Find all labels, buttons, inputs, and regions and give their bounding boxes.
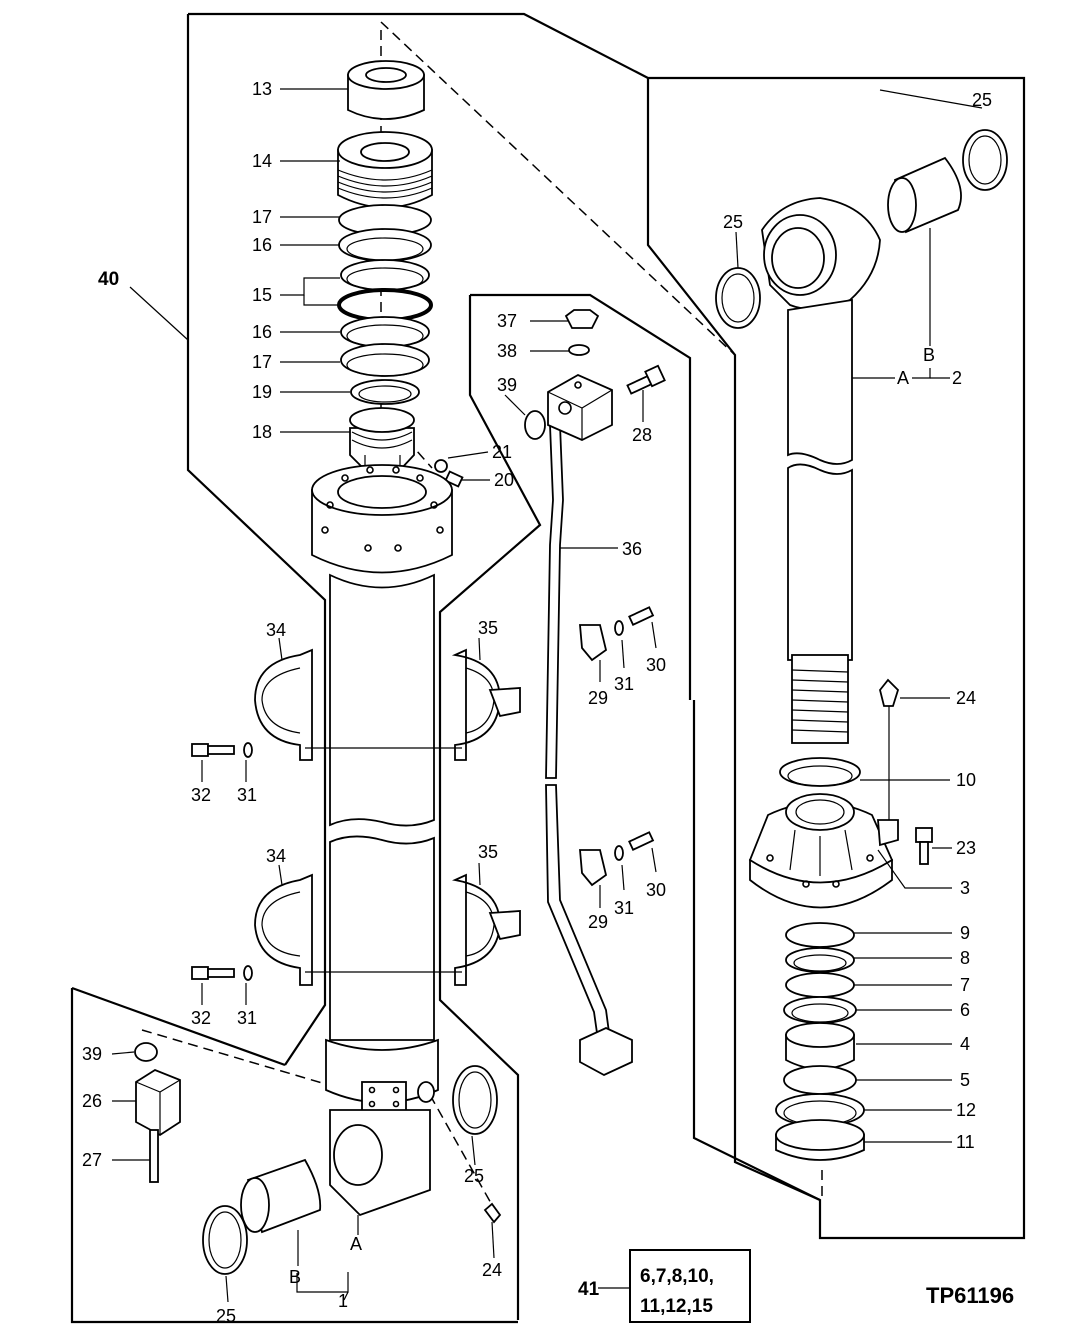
callout-31-lower-right: 31 <box>614 898 634 918</box>
clamp-lower <box>254 873 521 986</box>
part-3-piston <box>748 793 933 909</box>
callout-20: 20 <box>494 470 514 490</box>
callout-38: 38 <box>497 341 517 361</box>
callout-35-upper: 35 <box>478 618 498 638</box>
callout-7: 7 <box>960 975 970 995</box>
cylinder-tube-upper <box>311 464 453 827</box>
callout-40: 40 <box>98 269 119 290</box>
callout-39-top: 39 <box>497 375 517 395</box>
callout-16-bottom: 16 <box>252 322 272 342</box>
callout-18: 18 <box>252 422 272 442</box>
callout-4: 4 <box>960 1034 970 1054</box>
callout-32-upper: 32 <box>191 785 211 805</box>
callout-30-upper: 30 <box>646 655 666 675</box>
callout-14: 14 <box>252 151 272 171</box>
callout-numbers: 40 13 14 17 16 15 16 17 19 18 21 20 37 3… <box>82 79 992 1326</box>
part-13-cap <box>347 60 425 120</box>
grease-fitting-upper <box>879 678 900 840</box>
callout-39-bottom: 39 <box>82 1044 102 1064</box>
callout-16-top: 16 <box>252 235 272 255</box>
callout-12: 12 <box>956 1100 976 1120</box>
kit-box-number: 41 <box>578 1279 600 1300</box>
callout-29-lower: 29 <box>588 912 608 932</box>
callout-32-lower: 32 <box>191 1008 211 1028</box>
part-18-nut <box>349 407 415 471</box>
callout-34-upper: 34 <box>266 620 286 640</box>
piston-seal-stack <box>775 922 865 1161</box>
kit-box-line-2: 11,12,15 <box>640 1296 713 1317</box>
callout-29-upper: 29 <box>588 688 608 708</box>
callout-letter-a-top: A <box>897 368 909 388</box>
tube-assembly-boundary <box>70 293 692 1324</box>
callout-24-top: 24 <box>956 688 976 708</box>
brackets-29-bolts-30 <box>579 606 655 887</box>
bolts-32-washers-31 <box>191 742 253 981</box>
callout-13: 13 <box>252 79 272 99</box>
callout-2: 2 <box>952 368 962 388</box>
callout-25-top-mid: 25 <box>723 212 743 232</box>
callout-30-lower: 30 <box>646 880 666 900</box>
callout-24-bottom: 24 <box>482 1260 502 1280</box>
callout-17-top: 17 <box>252 207 272 227</box>
callout-5: 5 <box>960 1070 970 1090</box>
leader-lines <box>111 88 983 1303</box>
callout-10: 10 <box>956 770 976 790</box>
figure-id: TP61196 <box>926 1283 1014 1308</box>
callout-6: 6 <box>960 1000 970 1020</box>
cylinder-tube-lower <box>325 835 439 1217</box>
callout-26: 26 <box>82 1091 102 1111</box>
callout-9: 9 <box>960 923 970 943</box>
callout-17-bottom: 17 <box>252 352 272 372</box>
callout-3: 3 <box>960 878 970 898</box>
part-36-pipe <box>545 424 633 1077</box>
callout-8: 8 <box>960 948 970 968</box>
callout-11: 11 <box>956 1132 975 1152</box>
callout-28: 28 <box>632 425 652 445</box>
callout-1: 1 <box>338 1291 348 1311</box>
kit-box-41: 41 6,7,8,10, 11,12,15 <box>578 1249 751 1323</box>
callout-25-top-right: 25 <box>972 90 992 110</box>
callout-31-upper-left: 31 <box>237 785 257 805</box>
part-21-ball-20-setscrew <box>434 459 464 488</box>
callout-23: 23 <box>956 838 976 858</box>
clamp-upper <box>254 648 521 761</box>
callout-34-lower: 34 <box>266 846 286 866</box>
callout-letter-b-top: B <box>923 345 935 365</box>
part-10-seal <box>779 757 861 787</box>
callout-31-upper-right: 31 <box>614 674 634 694</box>
callout-36: 36 <box>622 539 642 559</box>
callout-31-lower-left: 31 <box>237 1008 257 1028</box>
rod-eye-bushing-seals <box>715 129 1008 329</box>
callout-15: 15 <box>252 285 272 305</box>
part-2-rod <box>761 197 881 744</box>
callout-25-bottom-right: 25 <box>464 1166 484 1186</box>
seal-ring-stack <box>337 204 433 405</box>
part-14-gland <box>337 131 433 209</box>
callout-21: 21 <box>492 442 512 462</box>
kit-box-line-1: 6,7,8,10, <box>640 1266 714 1287</box>
callout-19: 19 <box>252 382 272 402</box>
callout-letter-a-bottom: A <box>350 1234 362 1254</box>
callout-27: 27 <box>82 1150 102 1170</box>
lower-left-parts <box>134 1042 502 1275</box>
part-block-with-plug <box>524 309 666 441</box>
callout-37: 37 <box>497 311 517 331</box>
callout-35-lower: 35 <box>478 842 498 862</box>
callout-letter-b-bottom: B <box>289 1267 301 1287</box>
callout-25-bottom-left: 25 <box>216 1306 236 1326</box>
